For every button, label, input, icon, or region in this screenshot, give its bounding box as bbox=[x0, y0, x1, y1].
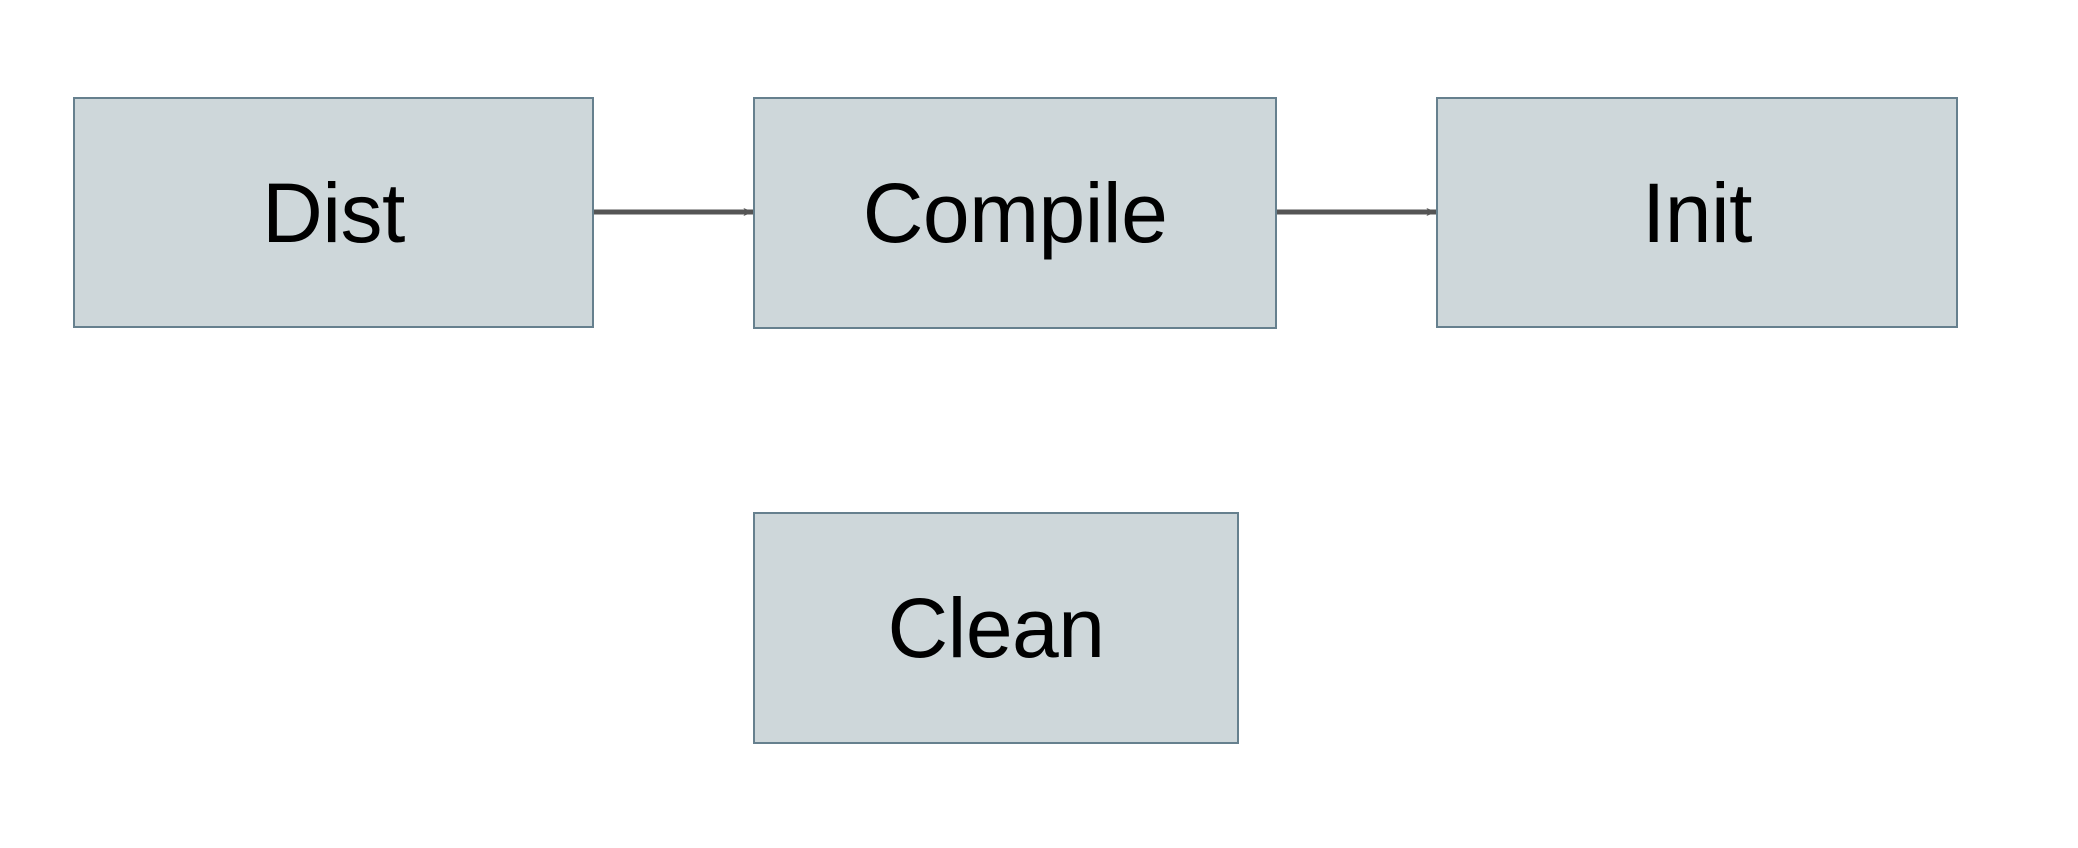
node-init-label: Init bbox=[1641, 165, 1753, 260]
edge-compile-to-init-hitarea[interactable] bbox=[1277, 195, 1440, 229]
node-compile-label: Compile bbox=[862, 166, 1168, 260]
edge-dist-to-compile-hitarea[interactable] bbox=[594, 195, 755, 229]
node-clean-label: Clean bbox=[887, 581, 1105, 675]
node-dist-label: Dist bbox=[262, 165, 405, 260]
node-compile[interactable]: Compile bbox=[753, 97, 1277, 329]
node-clean[interactable]: Clean bbox=[753, 512, 1239, 744]
node-init[interactable]: Init bbox=[1436, 97, 1958, 328]
node-dist[interactable]: Dist bbox=[73, 97, 594, 328]
